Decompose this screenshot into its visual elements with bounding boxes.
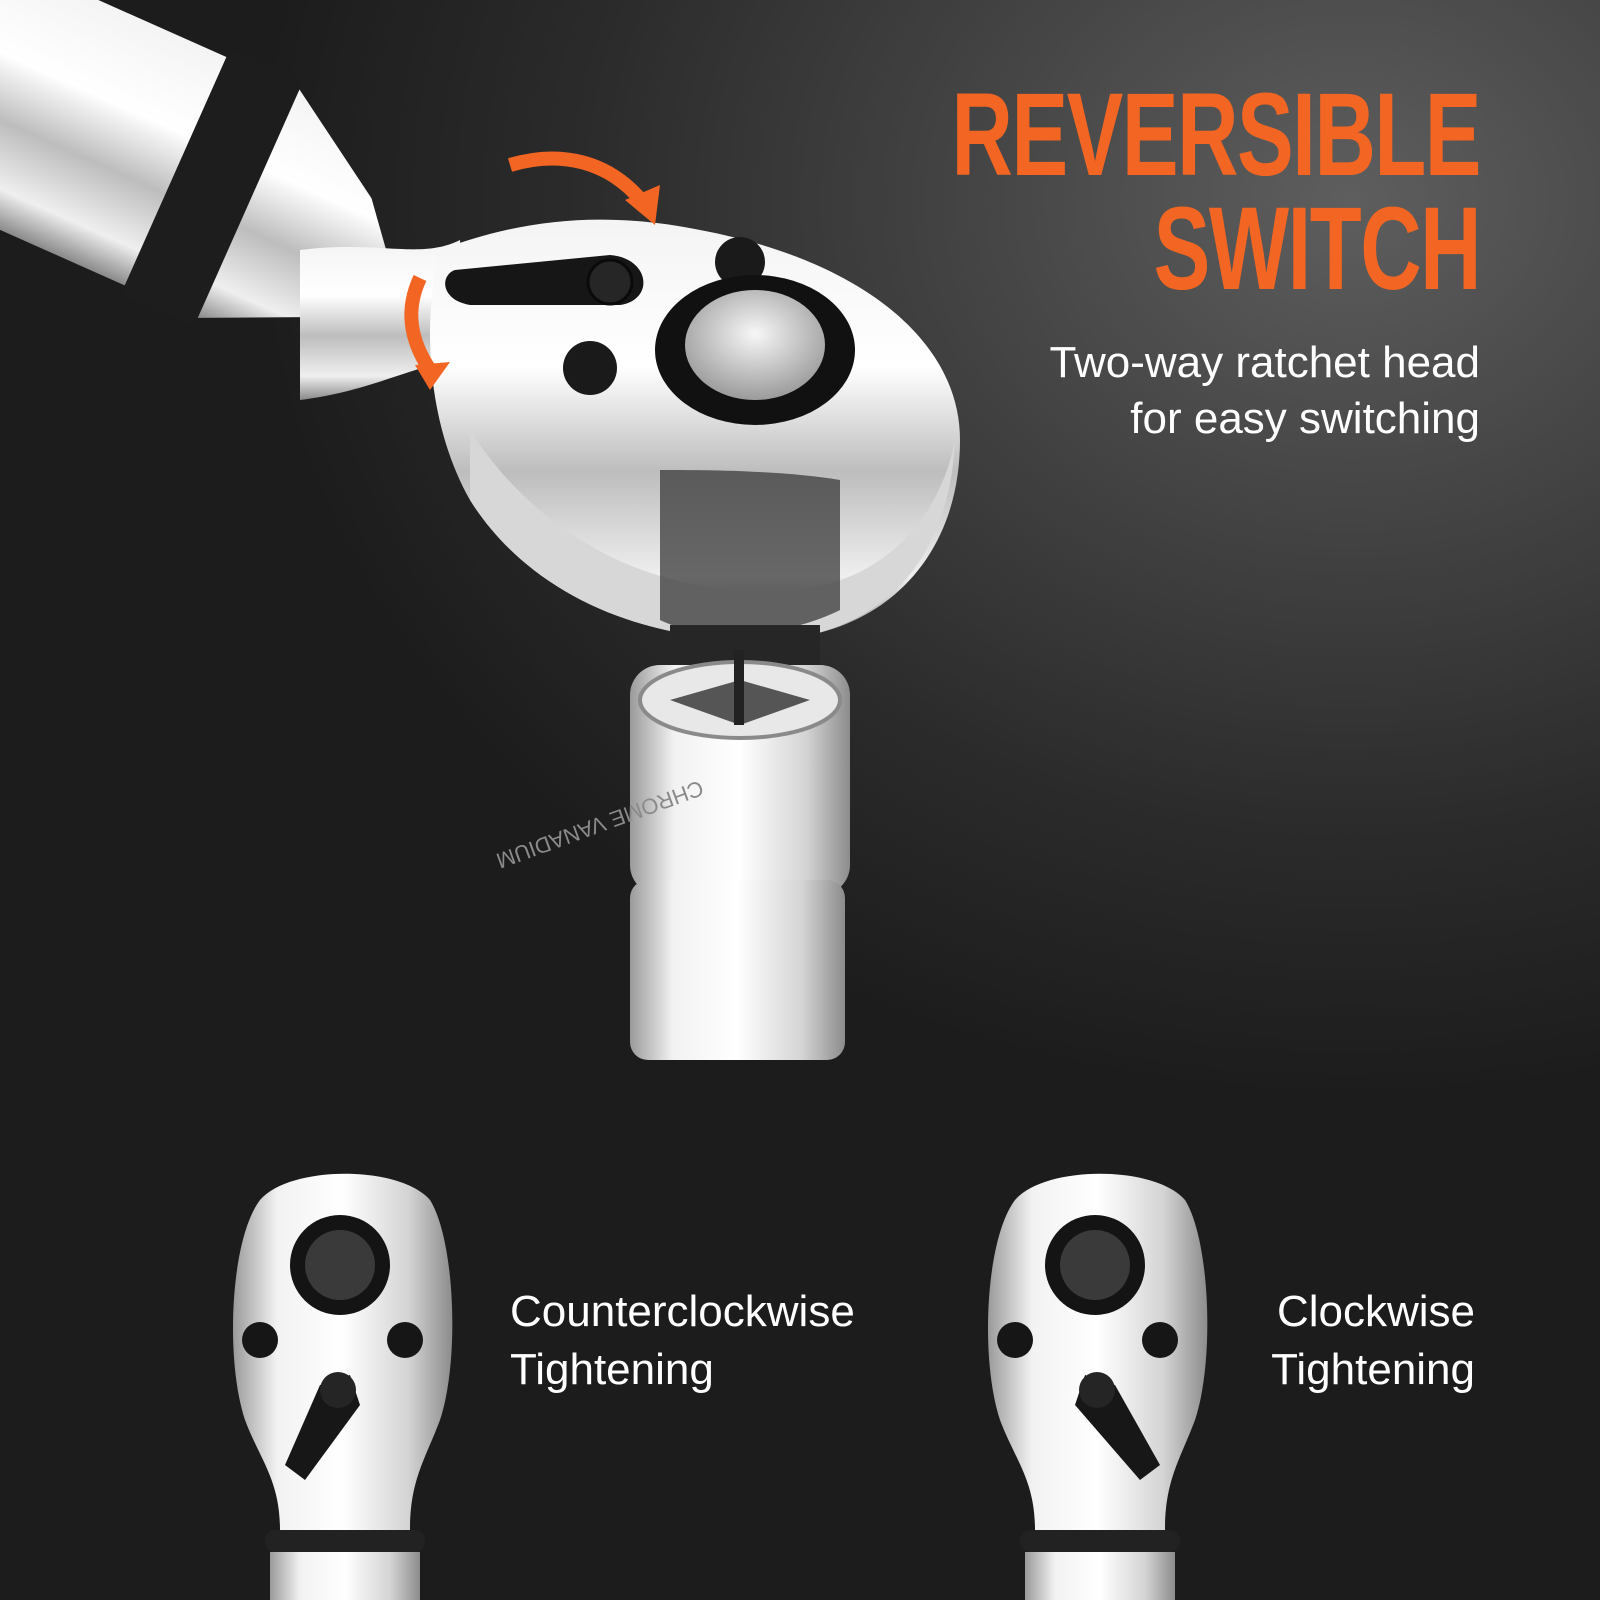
caption-counterclockwise-line1: Counterclockwise [510, 1287, 855, 1336]
headline-line2: SWITCH [1153, 183, 1482, 315]
headline-line1: REVERSIBLE [951, 69, 1481, 201]
caption-counterclockwise: Counterclockwise Tightening [510, 1283, 855, 1399]
caption-clockwise-line1: Clockwise [1276, 1287, 1475, 1336]
subheadline: Two-way ratchet head for easy switching [1050, 335, 1480, 447]
main-ratchet-wrench-image: CHROME VANADIUM [0, 0, 960, 1060]
subheadline-line2: for easy switching [1130, 394, 1480, 443]
headline: REVERSIBLE SWITCH [951, 69, 1482, 315]
ratchet-clockwise-image [988, 1173, 1208, 1600]
caption-clockwise-line2: Tightening [1271, 1345, 1475, 1394]
ratchet-counterclockwise-image [233, 1173, 453, 1600]
caption-counterclockwise-line2: Tightening [510, 1345, 714, 1394]
caption-clockwise: Clockwise Tightening [1271, 1283, 1475, 1399]
arrow-counterclockwise-icon [415, 362, 450, 390]
subheadline-line1: Two-way ratchet head [1049, 338, 1480, 387]
arrow-clockwise-icon [625, 185, 660, 225]
